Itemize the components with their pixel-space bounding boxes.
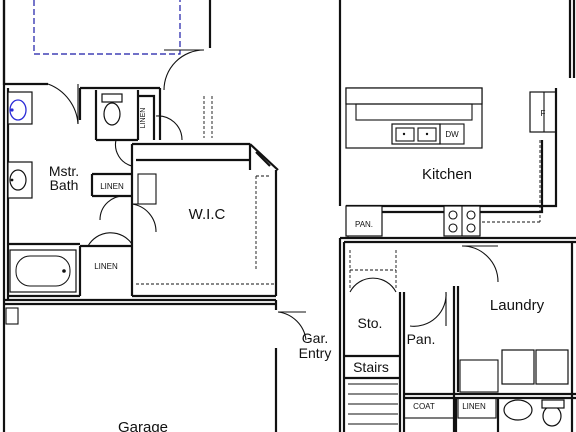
- toilet-icon: [103, 102, 121, 126]
- pantry-label: Pan.: [407, 331, 436, 347]
- washer: [501, 349, 535, 385]
- sink-blue-icon: [9, 99, 27, 121]
- garage-label: Garage: [118, 419, 168, 432]
- dashed-openings: [136, 96, 541, 290]
- kitchen-label: Kitchen: [422, 166, 472, 183]
- dishwasher-label: DW: [445, 130, 459, 139]
- storage-label: Sto.: [358, 315, 383, 331]
- linen-bottom-label: LINEN: [94, 262, 118, 271]
- garage-entry-label-line1: Gar.: [302, 330, 328, 346]
- dryer: [535, 349, 569, 385]
- linen-closet-right: [457, 397, 497, 419]
- master-bath-label-line1: Mstr.: [49, 163, 79, 179]
- toilet-tank: [101, 93, 123, 103]
- doors: [47, 49, 499, 341]
- coat-label: COAT: [413, 402, 435, 411]
- laundry-sink-icon: [503, 399, 533, 421]
- garage-box: [5, 307, 19, 325]
- kitchen-pantry-label: PAN.: [355, 220, 373, 229]
- stairs-steps: [348, 383, 398, 425]
- fridge: [529, 91, 557, 133]
- sink-icon: [9, 169, 27, 191]
- room-labels: Mstr. Bath W.I.C Kitchen Laundry Sto. Pa…: [49, 163, 545, 432]
- fixtures: [5, 87, 569, 427]
- fridge-label: F: [541, 109, 546, 118]
- garage-entry-label-line2: Entry: [299, 345, 332, 361]
- stairs-label: Stairs: [353, 359, 389, 375]
- master-bath-label-line2: Bath: [50, 177, 79, 193]
- linen-top-label: LINEN: [140, 108, 147, 129]
- bed-outline: [33, 0, 181, 55]
- dishwasher: [439, 123, 465, 145]
- wic-label: W.I.C: [189, 206, 226, 223]
- kitchen-pantry: [345, 205, 383, 237]
- toilet-icon-2: [542, 405, 562, 427]
- linen-right-label: LINEN: [462, 402, 486, 411]
- linen-mid-label: LINEN: [100, 182, 124, 191]
- coat-closet: [403, 397, 455, 419]
- fixture-labels: LINEN LINEN LINEN LINEN COAT DW F: [94, 108, 545, 411]
- laundry-label: Laundry: [490, 297, 545, 314]
